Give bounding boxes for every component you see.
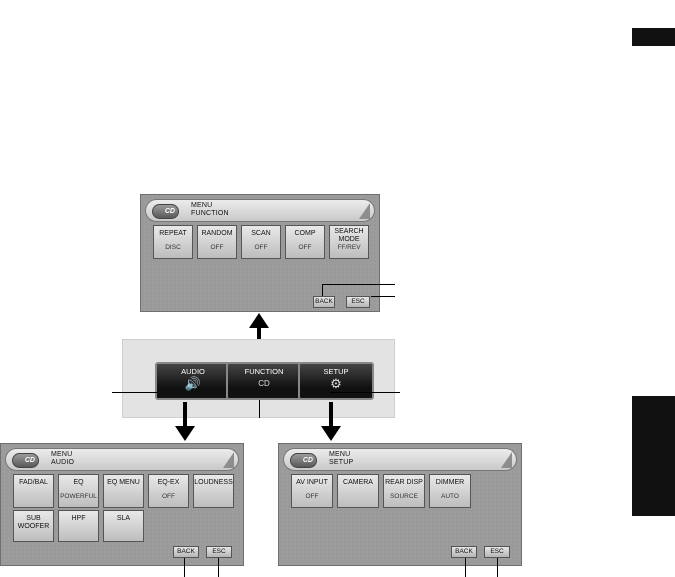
fad-bal-button[interactable]: FAD/BAL [13, 474, 54, 508]
gear-icon: ⚙ [330, 376, 342, 391]
callout-line [497, 558, 498, 577]
up-arrow-head [249, 313, 269, 328]
down-arrow-audio [183, 402, 187, 427]
down-arrow-setup-head [321, 426, 341, 441]
cd-icon: CD [258, 379, 270, 388]
esc-button[interactable]: ESC [206, 546, 232, 558]
audio-button[interactable]: AUDIO 🔊 [155, 362, 231, 400]
down-arrow-setup [329, 402, 333, 427]
callout-line [322, 284, 395, 285]
function-title: MENU FUNCTION [191, 202, 229, 217]
esc-button[interactable]: ESC [484, 546, 510, 558]
sla-button[interactable]: SLA [103, 510, 144, 542]
function-button[interactable]: FUNCTION CD [226, 362, 302, 400]
esc-button[interactable]: ESC [346, 296, 370, 308]
cd-source-icon: CD [290, 453, 317, 468]
callout-line [322, 284, 323, 296]
eq-menu-button[interactable]: EQ MENU [103, 474, 144, 508]
callout-line [371, 296, 395, 297]
callout-line [218, 558, 219, 577]
back-button[interactable]: BACK [451, 546, 477, 558]
title-corner-icon [501, 452, 512, 468]
page-tab-top [632, 28, 675, 46]
down-arrow-audio-head [175, 426, 195, 441]
function-title-bar: CD MENU FUNCTION [145, 199, 375, 222]
speaker-icon: 🔊 [184, 376, 202, 391]
callout-line [112, 392, 157, 393]
audio-title: MENU AUDIO [51, 451, 75, 466]
callout-line [330, 392, 400, 393]
back-button[interactable]: BACK [313, 296, 335, 308]
setup-title: MENU SETUP [329, 451, 354, 466]
callout-line [259, 400, 260, 418]
cd-source-icon: CD [12, 453, 39, 468]
title-corner-icon [359, 203, 370, 219]
loudness-button[interactable]: LOUDNESS [193, 474, 234, 508]
callout-line [465, 558, 466, 577]
sub-woofer-button[interactable]: SUB WOOFER [13, 510, 54, 542]
hpf-button[interactable]: HPF [58, 510, 99, 542]
camera-button[interactable]: CAMERA [337, 474, 379, 508]
page-tab-side [632, 396, 675, 516]
setup-title-bar: CD MENU SETUP [283, 448, 517, 471]
back-button[interactable]: BACK [173, 546, 199, 558]
cd-source-icon: CD [152, 204, 179, 219]
audio-title-bar: CD MENU AUDIO [5, 448, 239, 471]
title-corner-icon [223, 452, 234, 468]
callout-line [184, 558, 185, 577]
setup-button[interactable]: SETUP ⚙ [298, 362, 374, 400]
